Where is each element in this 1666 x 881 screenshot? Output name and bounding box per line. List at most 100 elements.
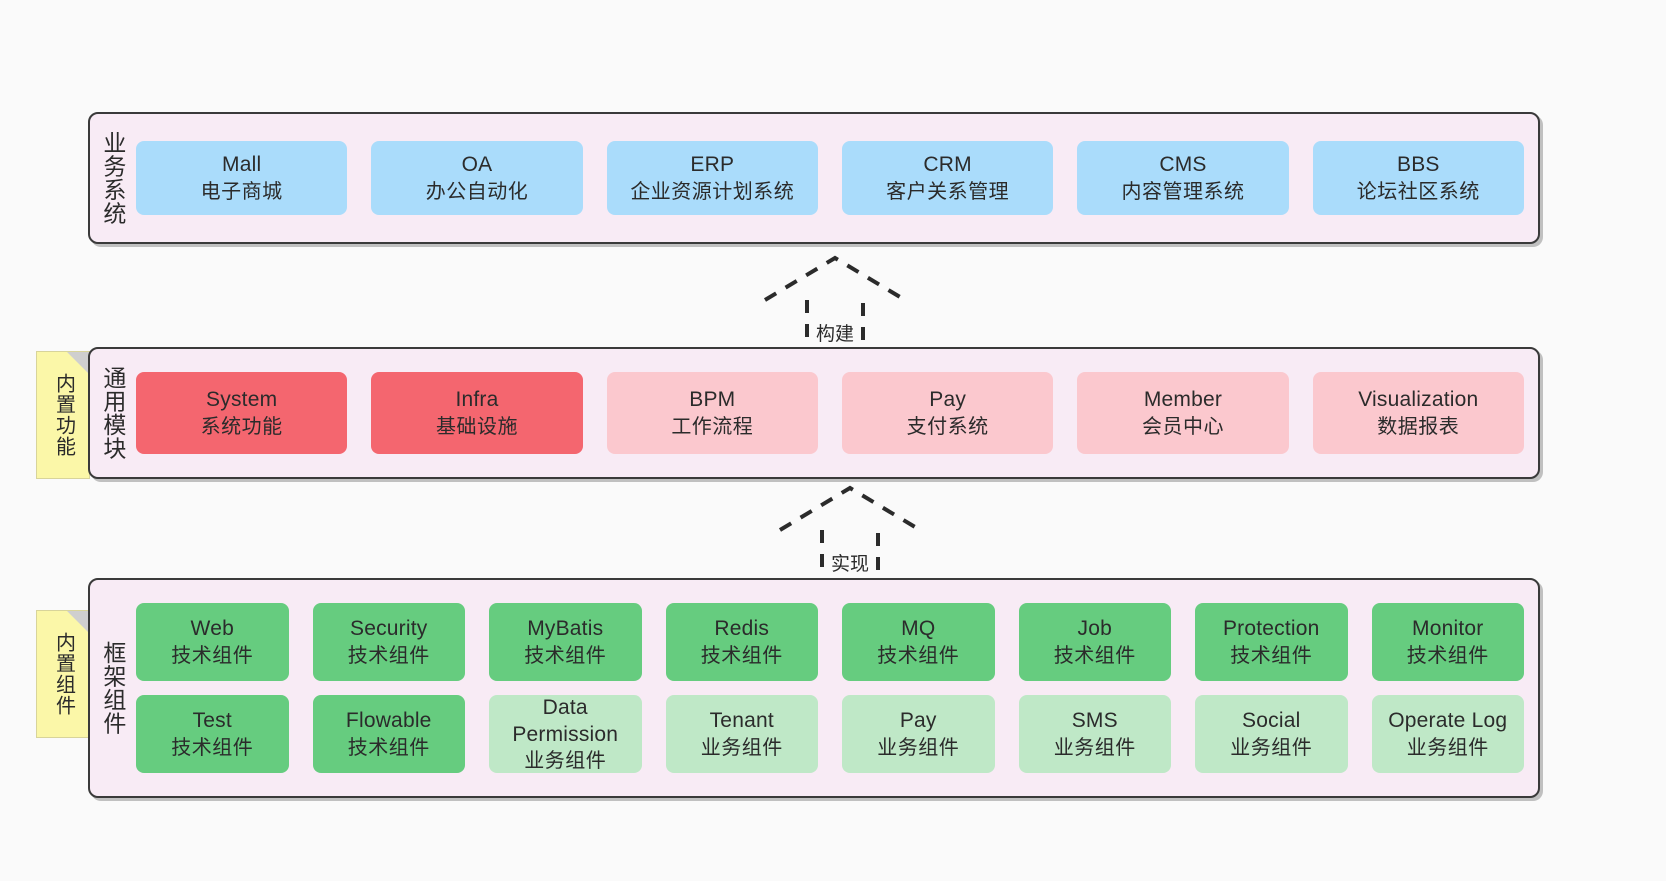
card-mq-cn: 技术组件 [877,644,960,667]
card-mq-en: MQ [901,617,936,641]
business-card-row: Mall 电子商城 OA 办公自动化 ERP 企业资源计划系统 CRM 客户关系… [136,141,1524,215]
card-visualization-en: Visualization [1358,388,1479,412]
card-sms-en: SMS [1071,709,1118,733]
card-erp[interactable]: ERP 企业资源计划系统 [606,141,818,215]
card-pay-component-en: Pay [899,709,937,733]
card-test-en: Test [192,709,232,733]
card-infra[interactable]: Infra 基础设施 [371,372,583,454]
card-redis[interactable]: Redis 技术组件 [665,603,818,681]
card-mybatis[interactable]: MyBatis 技术组件 [489,603,642,681]
card-test[interactable]: Test 技术组件 [136,695,289,773]
card-operate-log-en: Operate Log [1388,709,1508,733]
card-bpm-en: BPM [689,388,736,412]
card-monitor-en: Monitor [1412,617,1484,641]
card-member-cn: 会员中心 [1141,415,1224,438]
card-cms[interactable]: CMS 内容管理系统 [1077,141,1289,215]
card-bbs[interactable]: BBS 论坛社区系统 [1312,141,1524,215]
card-oa-en: OA [461,153,493,177]
connector-build: 构建 [735,252,935,362]
card-crm[interactable]: CRM 客户关系管理 [841,141,1054,215]
card-cms-en: CMS [1159,153,1207,177]
card-protection-en: Protection [1222,617,1320,641]
card-pay-module-en: Pay [929,388,967,412]
card-tenant[interactable]: Tenant 业务组件 [665,695,818,773]
card-sms[interactable]: SMS 业务组件 [1018,695,1171,773]
card-tenant-cn: 业务组件 [700,736,783,759]
card-crm-en: CRM [923,153,972,177]
layer-body-common: System 系统功能 Infra 基础设施 BPM 工作流程 Pay 支付系统… [134,349,1538,477]
card-monitor[interactable]: Monitor 技术组件 [1371,603,1524,681]
note-fold-corner-icon [67,611,89,633]
card-erp-en: ERP [690,153,735,177]
card-bpm-cn: 工作流程 [671,415,754,438]
card-crm-cn: 客户关系管理 [886,180,1010,203]
card-job-en: Job [1077,617,1112,641]
layer-business-system[interactable]: 业务系统 Mall 电子商城 OA 办公自动化 ERP 企业资源计划系统 CRM [88,112,1540,244]
card-infra-en: Infra [455,388,499,412]
card-infra-cn: 基础设施 [435,415,518,438]
card-system-cn: 系统功能 [200,415,283,438]
card-flowable[interactable]: Flowable 技术组件 [312,695,465,773]
card-security[interactable]: Security 技术组件 [312,603,465,681]
card-bbs-en: BBS [1396,153,1440,177]
card-social[interactable]: Social 业务组件 [1195,695,1348,773]
layer-body-framework: Web 技术组件 Security 技术组件 MyBatis 技术组件 Redi… [134,580,1538,796]
card-oa[interactable]: OA 办公自动化 [371,141,583,215]
card-mq[interactable]: MQ 技术组件 [842,603,995,681]
card-data-permission-en: Data Permission [512,695,619,746]
note-builtin-function-label: 内置功能 [52,373,75,457]
common-card-row: System 系统功能 Infra 基础设施 BPM 工作流程 Pay 支付系统… [136,372,1524,454]
framework-card-row-1: Web 技术组件 Security 技术组件 MyBatis 技术组件 Redi… [136,603,1524,681]
card-mall-en: Mall [222,153,262,177]
card-system-en: System [206,388,278,412]
card-data-permission[interactable]: Data Permission 业务组件 [489,695,642,773]
card-job[interactable]: Job 技术组件 [1018,603,1171,681]
card-web[interactable]: Web 技术组件 [136,603,289,681]
layer-common-module[interactable]: 通用模块 System 系统功能 Infra 基础设施 BPM 工作流程 Pay [88,347,1540,479]
layer-framework-component[interactable]: 框架组件 Web 技术组件 Security 技术组件 MyBatis 技术组件 [88,578,1540,798]
card-operate-log-cn: 业务组件 [1406,736,1489,759]
card-mall[interactable]: Mall 电子商城 [136,141,348,215]
card-bpm[interactable]: BPM 工作流程 [606,372,818,454]
card-protection[interactable]: Protection 技术组件 [1195,603,1348,681]
card-redis-en: Redis [714,617,770,641]
card-social-cn: 业务组件 [1230,736,1313,759]
card-flowable-en: Flowable [345,709,432,733]
layer-title-business: 业务系统 [99,131,126,225]
card-mall-cn: 电子商城 [200,180,283,203]
card-sms-cn: 业务组件 [1053,736,1136,759]
card-monitor-cn: 技术组件 [1406,644,1489,667]
card-member-en: Member [1143,388,1223,412]
note-builtin-function[interactable]: 内置功能 [36,351,90,479]
card-mybatis-cn: 技术组件 [524,644,607,667]
card-test-cn: 技术组件 [171,736,254,759]
card-data-permission-cn: 业务组件 [524,750,607,773]
card-pay-component-cn: 业务组件 [877,736,960,759]
card-operate-log[interactable]: Operate Log 业务组件 [1371,695,1524,773]
layer-title-common: 通用模块 [99,366,126,460]
layer-body-business: Mall 电子商城 OA 办公自动化 ERP 企业资源计划系统 CRM 客户关系… [134,114,1538,242]
framework-rows: Web 技术组件 Security 技术组件 MyBatis 技术组件 Redi… [136,589,1524,787]
note-fold-corner-icon [67,352,89,374]
card-visualization[interactable]: Visualization 数据报表 [1312,372,1524,454]
card-bbs-cn: 论坛社区系统 [1356,180,1480,203]
card-redis-cn: 技术组件 [700,644,783,667]
card-member[interactable]: Member 会员中心 [1077,372,1289,454]
card-pay-module[interactable]: Pay 支付系统 [841,372,1054,454]
connector-build-label: 构建 [815,324,855,345]
card-oa-cn: 办公自动化 [425,180,529,203]
note-builtin-component[interactable]: 内置组件 [36,610,90,738]
card-pay-component[interactable]: Pay 业务组件 [842,695,995,773]
card-system[interactable]: System 系统功能 [136,372,348,454]
card-web-en: Web [190,617,234,641]
card-job-cn: 技术组件 [1053,644,1136,667]
card-flowable-cn: 技术组件 [347,736,430,759]
card-pay-module-cn: 支付系统 [906,415,989,438]
card-visualization-cn: 数据报表 [1377,415,1460,438]
card-security-en: Security [350,617,428,641]
note-builtin-component-label: 内置组件 [52,632,75,716]
card-web-cn: 技术组件 [171,644,254,667]
connector-implement: 实现 [750,482,950,592]
connector-implement-label: 实现 [830,554,870,575]
